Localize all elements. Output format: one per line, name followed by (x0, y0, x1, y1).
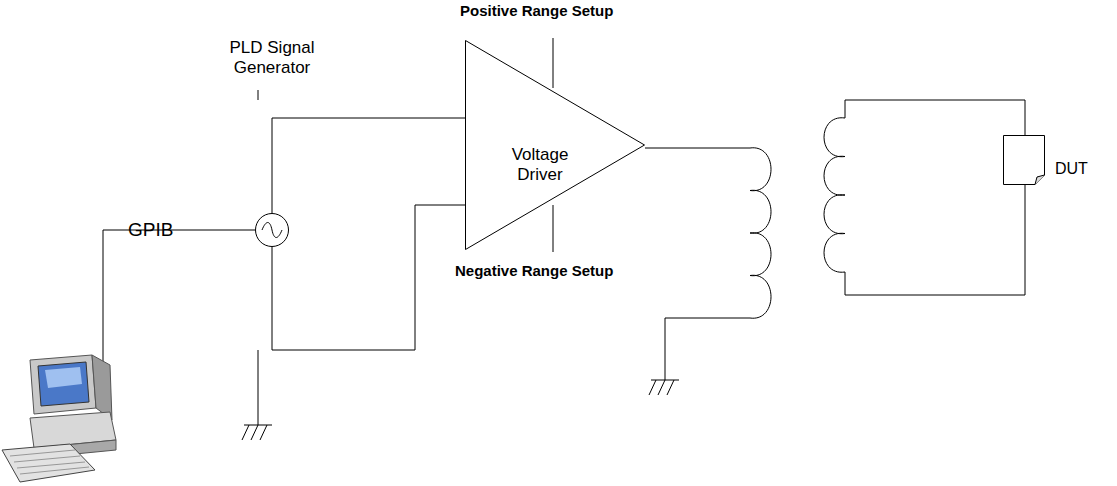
gpib-cable (103, 230, 255, 392)
secondary-wire (845, 100, 1025, 135)
ground-symbol (649, 380, 679, 395)
node-outline (255, 213, 289, 247)
secondary-coil (824, 118, 845, 272)
setup-label: Positive Range Setup (460, 2, 613, 19)
node-label: DUT (1055, 160, 1115, 178)
ground-wire (258, 350, 259, 425)
leader-line (258, 90, 259, 100)
node-label: PLD Signal Generator (197, 38, 347, 77)
node-label: Voltage Driver (490, 145, 590, 184)
ground-symbol (242, 425, 272, 440)
voltage-driver: Voltage Driver (465, 40, 645, 250)
negative-range-pin (553, 205, 554, 252)
positive-range-pin (553, 38, 554, 88)
secondary-wire (845, 185, 1025, 295)
node-outline (1003, 135, 1045, 185)
signal-wire (272, 205, 465, 350)
computer-icon (2, 355, 116, 482)
signal-wire (272, 118, 465, 213)
output-wire (645, 148, 750, 149)
primary-coil (750, 148, 771, 318)
setup-label: Negative Range Setup (455, 262, 613, 279)
ground-wire (665, 318, 750, 380)
signal-generator: PLD Signal Generator (255, 213, 289, 247)
bus-label: GPIB (128, 219, 173, 241)
dut-box: DUT (1003, 135, 1045, 185)
